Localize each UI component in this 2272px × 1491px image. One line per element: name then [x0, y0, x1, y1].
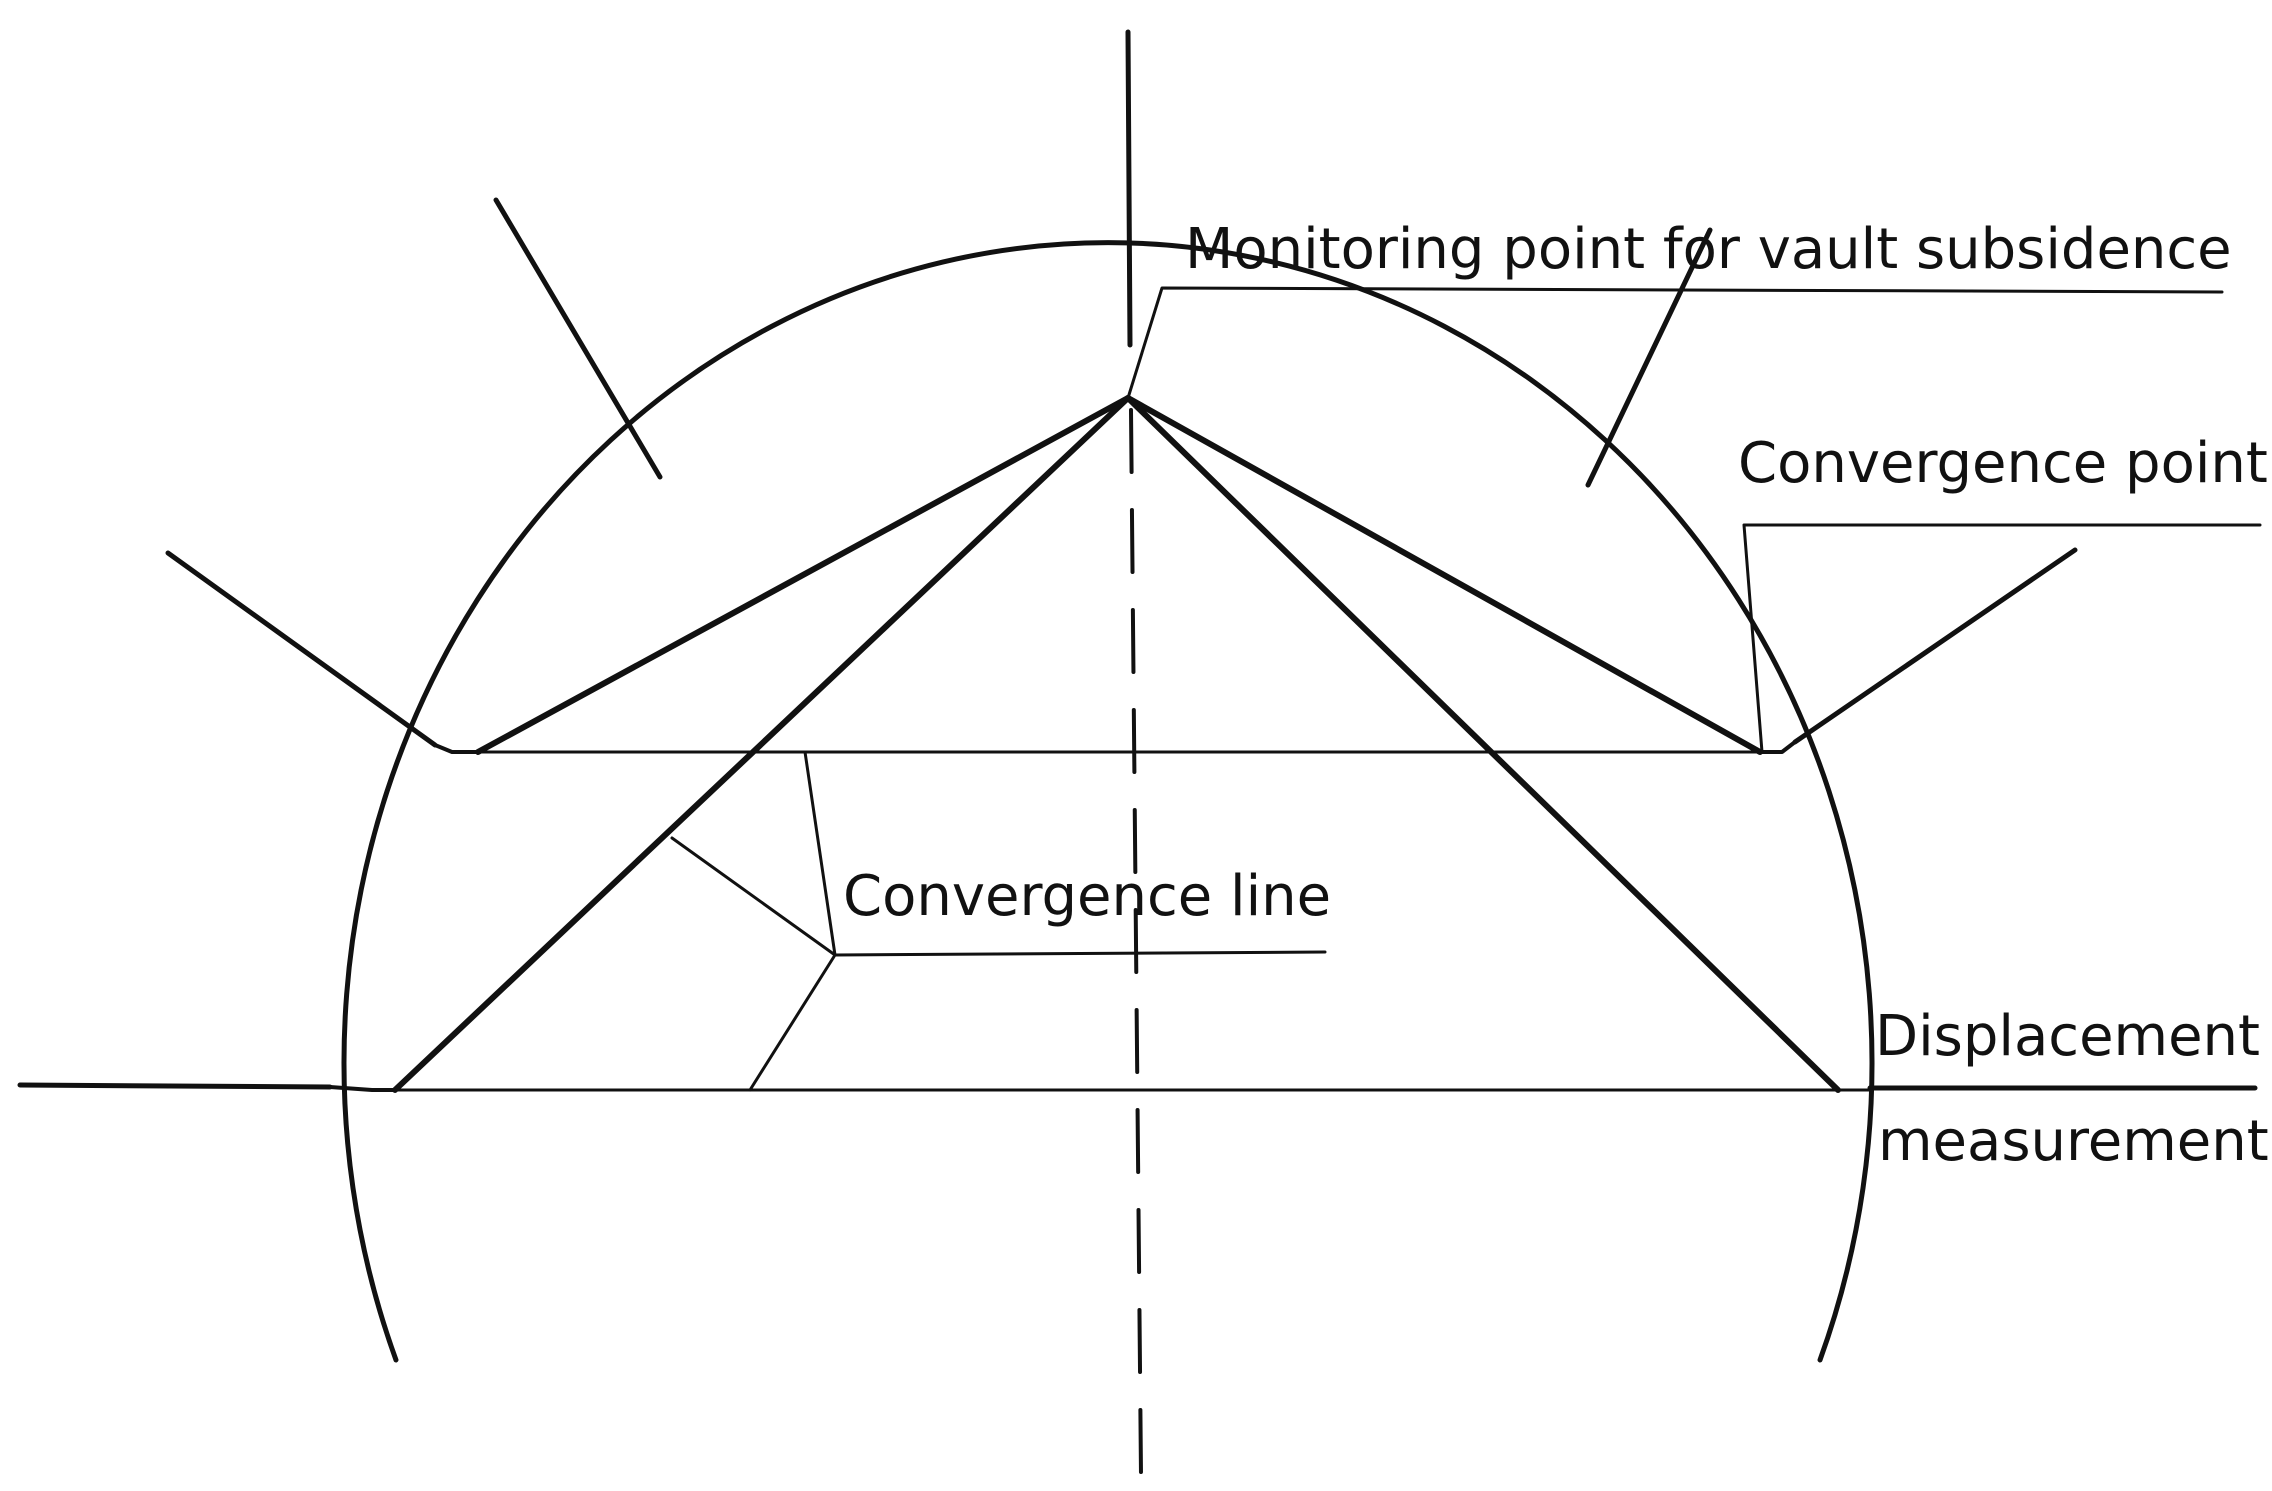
anchor-rod-mid-left	[165, 550, 438, 748]
label-convergence-line: Convergence line	[843, 864, 1331, 929]
leader-convergence-line-underline	[833, 950, 1327, 957]
leader-vault-point	[1126, 286, 2224, 400]
label-convergence-point: Convergence point	[1738, 431, 2268, 496]
leader-convergence-point	[1742, 523, 2262, 754]
center-axis-solid	[1125, 29, 1133, 348]
leader-convergence-line-diagonal	[670, 836, 837, 957]
diagonal-upper-left	[475, 395, 1131, 755]
label-measurement: measurement	[1878, 1109, 2269, 1174]
leader-convergence-line-lower	[748, 953, 837, 1092]
label-displacement: Displacement	[1875, 1004, 2260, 1069]
hook-bottom-left	[328, 1085, 397, 1092]
anchor-rod-bottom-left	[17, 1082, 333, 1090]
anchor-rod-upper-right	[1585, 227, 1713, 488]
tunnel-profile-arc	[341, 240, 1875, 1363]
diagonal-lower-left	[392, 395, 1131, 1093]
diagonal-upper-right	[1125, 395, 1763, 755]
hook-mid-right	[1758, 740, 1797, 754]
anchor-rod-upper-left	[493, 197, 663, 480]
diagonal-lower-right	[1125, 395, 1841, 1093]
center-axis-dashed	[1129, 408, 1143, 1477]
label-vault-point: Monitoring point for vault subsidence	[1185, 217, 2232, 282]
hook-mid-left	[433, 743, 480, 754]
leader-convergence-line-upper	[803, 750, 837, 957]
anchor-rod-mid-right	[1792, 547, 2078, 745]
